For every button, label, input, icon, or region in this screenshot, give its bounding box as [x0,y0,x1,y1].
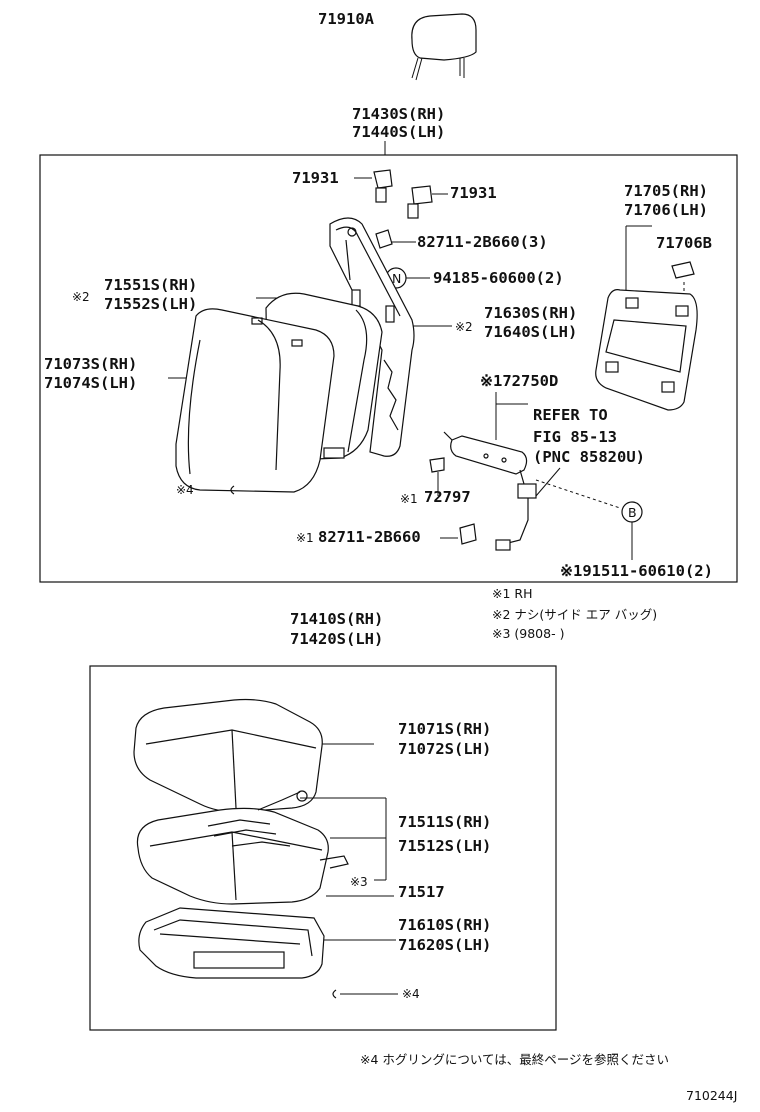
seat-back-frame-box [39,154,738,583]
label-frame-rh: 71630S(RH) [484,304,577,322]
label-cover-rh: 71073S(RH) [44,355,137,373]
label-cushion-pad-lh: 71512S(LH) [398,837,491,855]
footnote-2: ※2 ナシ(サイド エア バッグ) [492,607,657,622]
cushion-hog-ring-icon [332,989,337,999]
bracket-drawing [429,457,445,473]
note-heater: ※3 [350,875,368,889]
footnote-1: ※1 RH [492,586,533,601]
label-airbag: ※172750D [480,372,558,390]
hog-ring-small-icon [230,485,235,495]
label-bracket: 72797 [424,488,471,506]
label-board-lh: 71706(LH) [624,201,708,219]
note-pad: ※2 [72,290,90,304]
footnote-3: ※3 (9808- ) [492,626,564,641]
note-hog-ring-bottom: ※1 [296,531,314,545]
board-clip-drawing [671,261,695,279]
cushion-frame-drawing [138,907,325,979]
note-cushion-hog-ring: ※4 [402,987,420,1001]
hog-ring-bottom-drawing [459,523,477,545]
guide-right-drawing [407,185,433,219]
cushion-frame-box [89,665,557,1031]
note-lower-left: ※4 [176,483,194,497]
label-board-rh: 71705(RH) [624,182,708,200]
note-frame: ※2 [455,320,473,334]
label-hog-ring-top: 82711-2B660(3) [417,233,548,251]
bottom-note: ※4 ホグリングについては、最終ページを参照ください [360,1052,669,1067]
note-bracket: ※1 [400,492,418,506]
headrest-drawing [411,13,477,81]
label-pad-lh: 71552S(LH) [104,295,197,313]
label-refer-2: FIG 85-13 [533,428,617,446]
label-bolt: ※191511-60610(2) [560,562,713,580]
label-cushion-cover-lh: 71072S(LH) [398,740,491,758]
cushion-cover-drawing [133,698,323,813]
label-pad-rh: 71551S(RH) [104,276,197,294]
label-board-clip: 71706B [656,234,712,252]
seat-back-frame-drawing [329,217,415,457]
seat-back-cover-drawing [175,308,335,493]
airbag-module-drawing [443,431,537,551]
figure-id: 710244J [686,1088,737,1103]
label-guide-right: 71931 [450,184,497,202]
label-cushion-pad-rh: 71511S(RH) [398,813,491,831]
back-board-drawing [595,289,698,411]
cushion-pad-drawing [136,790,349,905]
circle-n-letter: N [392,271,401,286]
label-cushion-cover-rh: 71071S(RH) [398,720,491,738]
label-cushion-assy-lh: 71420S(LH) [290,630,383,648]
label-cover-lh: 71074S(LH) [44,374,137,392]
circle-b-letter: B [628,505,637,520]
label-back-assy-rh: 71430S(RH) [352,105,445,123]
label-nut: 94185-60600(2) [433,269,564,287]
label-refer-1: REFER TO [533,406,608,424]
label-heater: 71517 [398,883,445,901]
label-cushion-assy-rh: 71410S(RH) [290,610,383,628]
label-headrest: 71910A [318,10,375,28]
label-back-assy-lh: 71440S(LH) [352,123,445,141]
label-refer-3: (PNC 85820U) [533,448,645,466]
label-hog-ring-bottom: 82711-2B660 [318,528,421,546]
label-guide-left: 71931 [292,169,339,187]
label-cushion-frame-rh: 71610S(RH) [398,916,491,934]
guide-left-drawing [373,169,393,203]
hog-ring-top-drawing [375,229,393,249]
label-frame-lh: 71640S(LH) [484,323,577,341]
label-cushion-frame-lh: 71620S(LH) [398,936,491,954]
